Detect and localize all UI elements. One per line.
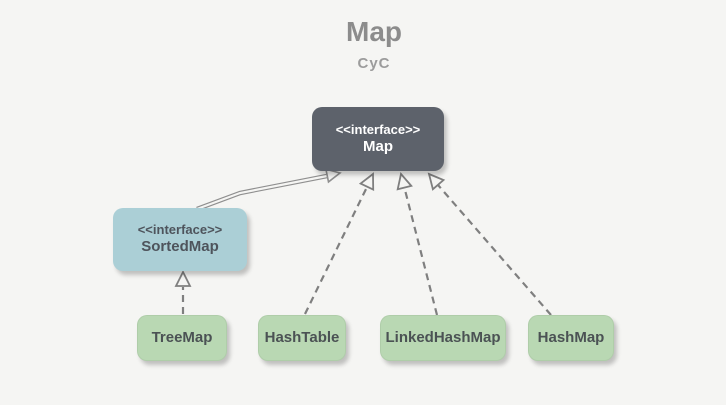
page-title: Map [346, 16, 402, 47]
edge-hashtable-implements-map [304, 172, 375, 315]
node-hashmap: HashMap [528, 315, 614, 361]
node-sortedmap-interface: <<interface>> SortedMap [113, 208, 247, 271]
node-map-stereotype: <<interface>> [335, 121, 421, 137]
node-treemap-label: TreeMap [151, 328, 213, 346]
node-map-label: Map [363, 137, 393, 155]
node-hashmap-label: HashMap [537, 328, 605, 346]
node-hashtable-label: HashTable [264, 328, 340, 346]
node-map-interface: <<interface>> Map [312, 107, 444, 171]
node-linkedhashmap: LinkedHashMap [380, 315, 506, 361]
node-sortedmap-label: SortedMap [141, 238, 219, 256]
node-sortedmap-stereotype: <<interface>> [137, 222, 223, 237]
page-subtitle: CyC [357, 55, 391, 72]
node-linkedhashmap-label: LinkedHashMap [385, 328, 501, 346]
edge-sortedmap-extends-map [196, 168, 342, 212]
edge-treemap-implements-sortedmap [174, 269, 192, 314]
node-hashtable: HashTable [258, 315, 346, 361]
edge-linkedhashmap-implements-map [396, 172, 439, 316]
edge-hashmap-implements-map [427, 172, 552, 316]
node-treemap: TreeMap [137, 315, 227, 361]
